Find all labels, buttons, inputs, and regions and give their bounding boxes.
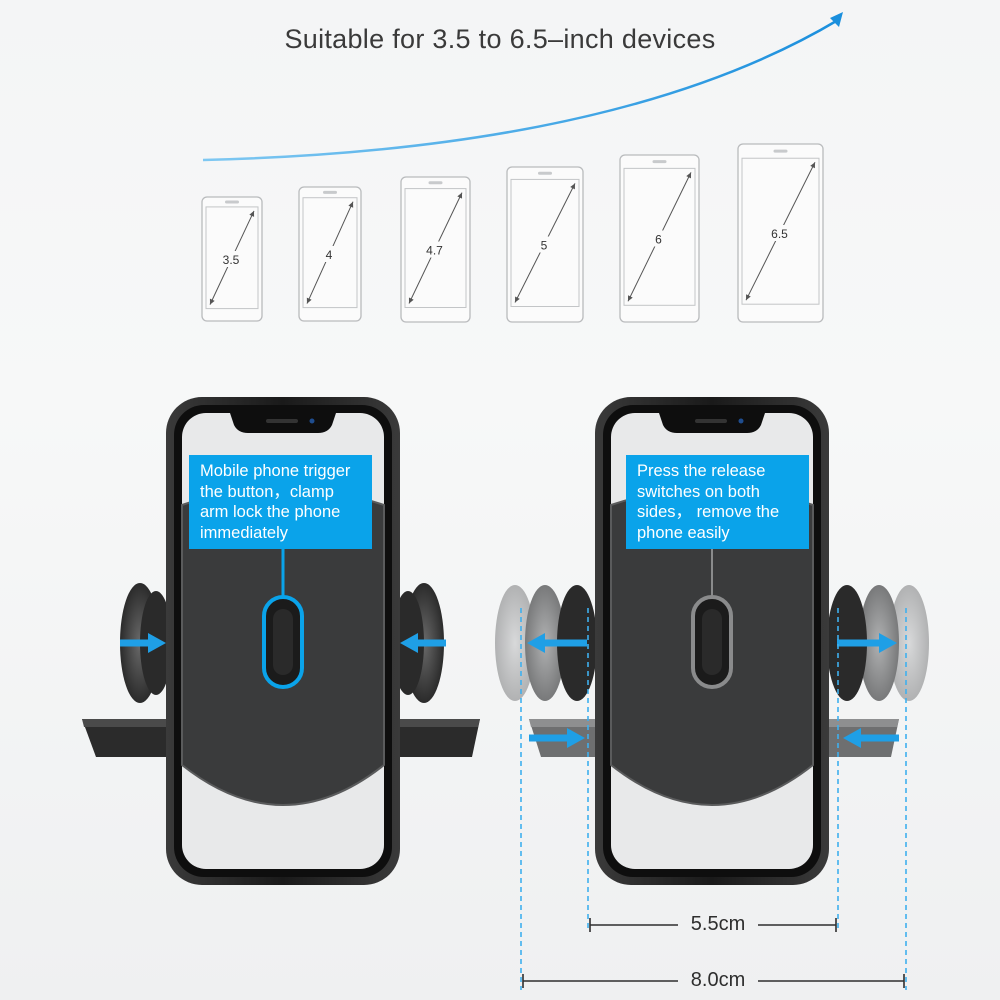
phone-outline-5: 5 [506,166,584,323]
lock-callout-line-1: Mobile phone trigger [200,462,351,480]
phone-size-label: 4.7 [426,244,443,258]
lock-callout-line-3: arm lock the phone [200,503,341,521]
headline: Suitable for 3.5 to 6.5–inch devices [284,24,716,54]
phone-outline-3-5: 3.5 [201,196,263,322]
phone-size-label: 5 [541,239,548,253]
release-callout-line-1: Press the release [637,462,766,480]
phone-outline-6: 6 [619,154,700,323]
phone-size-label: 3.5 [223,253,240,267]
growth-curve-arrow [202,12,843,162]
phone-outline-4-7: 4.7 [400,176,471,323]
lock-callout-line-2: the button，clamp [200,482,334,501]
release-callout-line-2: switches on both [637,482,760,501]
phone-size-label: 6.5 [771,227,788,241]
phone-outline-4: 4 [298,186,362,322]
phone-size-label: 6 [655,233,662,247]
phone-size-row: 3.5 4 4.7 5 6 6.5 [201,143,824,323]
outer-width-label: 8.0cm [690,969,746,991]
release-callout-line-4: phone easily [637,523,730,542]
phone-size-label: 4 [326,248,333,262]
inner-width-label: 5.5cm [690,913,746,935]
release-callout: Press the release switches on both sides… [626,455,809,549]
lock-callout-line-4: immediately [200,523,289,542]
lock-callout: Mobile phone trigger the button，clamp ar… [189,455,372,549]
phone-outline-6-5: 6.5 [737,143,824,323]
dimension-guides [520,608,907,990]
release-callout-line-3: sides， remove the [637,503,780,521]
